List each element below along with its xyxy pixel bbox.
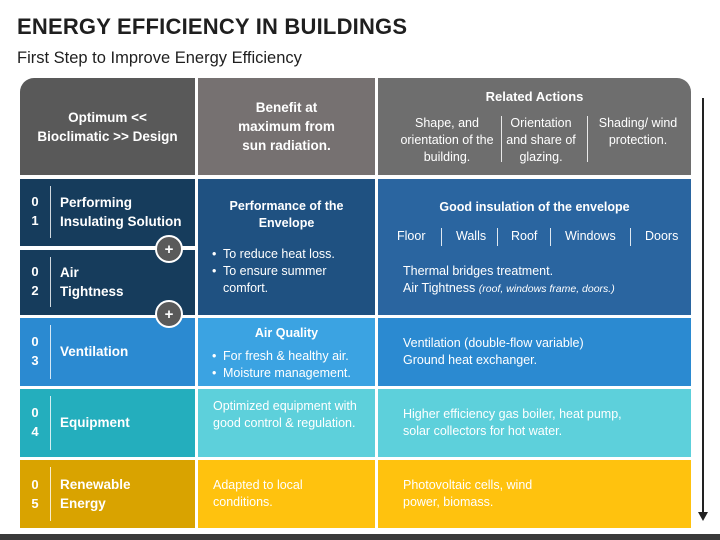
page-subtitle: First Step to Improve Energy Efficiency <box>17 49 302 67</box>
action-shape-label: Shape, and orientation of the building. <box>400 116 494 164</box>
air-tightness-text: Air Tightness (roof, windows frame, door… <box>403 280 688 298</box>
envelope-item-divider <box>497 228 498 246</box>
plus-icon: + <box>155 235 183 263</box>
bullet-item: To reduce heat loss. <box>212 246 367 263</box>
air-quality-bullets: For fresh & healthy air. Moisture manage… <box>212 348 372 382</box>
row-label-equipment: Equipment <box>60 415 130 430</box>
row-number: 3 <box>31 353 39 368</box>
arrow-head-icon <box>698 512 708 521</box>
header-benefit-label: Benefit at maximum from sun radiation. <box>238 100 335 153</box>
envelope-item-divider <box>441 228 442 246</box>
envelope-item-windows: Windows <box>565 229 616 243</box>
air-quality-title: Air Quality <box>254 326 319 340</box>
header-divider <box>501 116 502 162</box>
envelope-title: Performance of the Envelope <box>229 199 344 230</box>
footer-bar <box>0 534 720 540</box>
plus-icon: + <box>155 300 183 328</box>
equipment-actions-cell: Higher efficiency gas boiler, heat pump,… <box>378 389 691 457</box>
row-number: 1 <box>31 213 39 228</box>
bullet-item: To ensure summer comfort. <box>212 263 367 297</box>
envelope-actions-cell: Good insulation of the envelope Thermal … <box>378 179 691 315</box>
action-shading-label: Shading/ wind protection. <box>598 116 678 147</box>
bullet-item: For fresh & healthy air. <box>212 348 372 365</box>
thermal-bridges-text: Thermal bridges treatment. <box>403 264 554 278</box>
row-label-insulation: Performing Insulating Solution <box>60 195 182 229</box>
envelope-item-floor: Floor <box>397 229 426 243</box>
equipment-benefit-cell: Optimized equipment with good control & … <box>198 389 375 457</box>
equipment-benefit-text: Optimized equipment with good control & … <box>213 399 357 430</box>
air-tightness-note: (roof, windows frame, doors.) <box>478 283 615 295</box>
row-label-airtightness: Air Tightness <box>60 265 124 299</box>
row-number: 0 <box>31 405 39 420</box>
action-glazing-label: Orientation and share of glazing. <box>506 116 576 164</box>
row-label-renewable: Renewable Energy <box>60 477 131 511</box>
row-number: 5 <box>31 496 39 511</box>
number-divider <box>50 186 51 238</box>
envelope-item-divider <box>630 228 631 246</box>
air-tightness-main: Air Tightness <box>403 281 476 295</box>
row-number: 0 <box>31 194 39 209</box>
row-number: 0 <box>31 477 39 492</box>
renewable-actions-cell: Photovoltaic cells, wind power, biomass. <box>378 460 691 528</box>
envelope-item-divider <box>550 228 551 246</box>
envelope-bullets: To reduce heat loss. To ensure summer co… <box>212 246 367 297</box>
number-divider <box>50 257 51 307</box>
envelope-item-roof: Roof <box>511 229 538 243</box>
row-number: 4 <box>31 424 39 439</box>
renewable-benefit-cell: Adapted to local conditions. <box>198 460 375 528</box>
envelope-benefit-cell: Performance of the Envelope To reduce he… <box>198 179 375 315</box>
header-actions-title: Related Actions <box>485 89 584 104</box>
envelope-actions-title: Good insulation of the envelope <box>439 200 630 214</box>
header-actions-cell: Related Actions Shape, and orientation o… <box>378 78 691 175</box>
bullet-item: Moisture management. <box>212 365 372 382</box>
row-ventilation-cell: 0 3 Ventilation <box>20 318 195 386</box>
number-divider <box>50 325 51 379</box>
header-benefit-cell: Benefit at maximum from sun radiation. <box>198 78 375 175</box>
envelope-item-doors: Doors <box>645 229 679 243</box>
row-number: 2 <box>31 283 39 298</box>
row-label-ventilation: Ventilation <box>60 344 129 359</box>
equipment-actions-text: Higher efficiency gas boiler, heat pump,… <box>403 407 622 438</box>
air-quality-benefit-cell: Air Quality For fresh & healthy air. Moi… <box>198 318 375 386</box>
header-design-cell: Optimum << Bioclimatic >> Design <box>20 78 195 175</box>
ventilation-action-1: Ventilation (double-flow variable) <box>403 336 584 350</box>
number-divider <box>50 467 51 521</box>
ventilation-action-2: Ground heat exchanger. <box>403 353 538 367</box>
row-number: 0 <box>31 264 39 279</box>
row-insulation-cell: 0 1 Performing Insulating Solution <box>20 179 195 246</box>
down-arrow-icon <box>702 98 704 513</box>
row-renewable-cell: 0 5 Renewable Energy <box>20 460 195 528</box>
renewable-actions-text: Photovoltaic cells, wind power, biomass. <box>403 478 533 509</box>
envelope-item-walls: Walls <box>456 229 487 243</box>
ventilation-actions-cell: Ventilation (double-flow variable) Groun… <box>378 318 691 386</box>
renewable-benefit-text: Adapted to local conditions. <box>213 478 303 509</box>
number-divider <box>50 396 51 450</box>
page-title: ENERGY EFFICIENCY IN BUILDINGS <box>17 14 408 39</box>
row-number: 0 <box>31 334 39 349</box>
header-divider <box>587 116 588 162</box>
row-equipment-cell: 0 4 Equipment <box>20 389 195 457</box>
header-design-label: Optimum << Bioclimatic >> Design <box>37 109 178 144</box>
